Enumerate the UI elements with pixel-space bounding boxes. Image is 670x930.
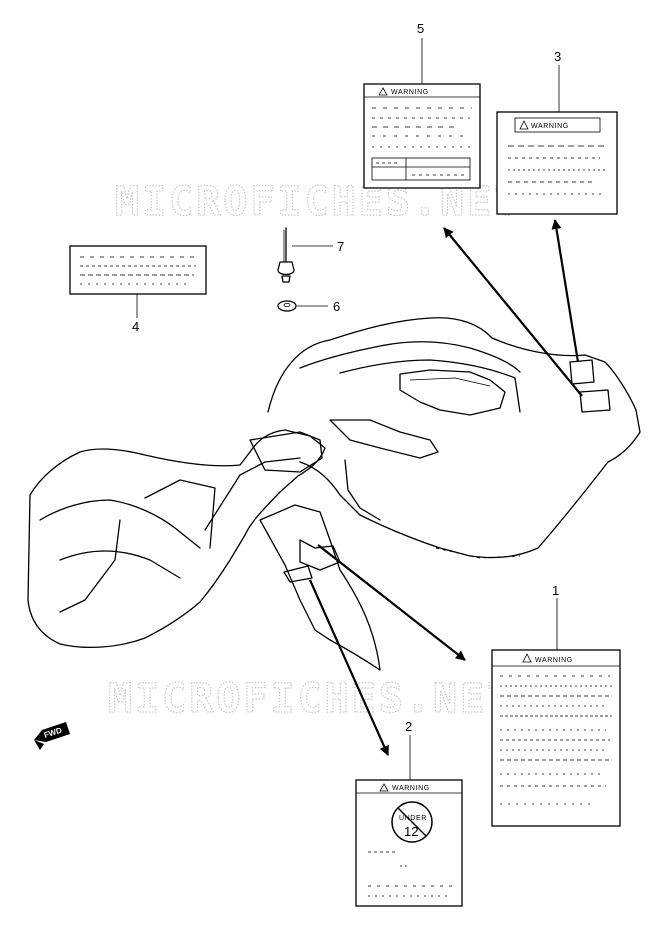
- arrow-to-label-3: [551, 219, 580, 363]
- label-part-5: WARNING: [363, 83, 481, 189]
- fwd-direction-marker: FWD: [34, 722, 70, 750]
- label2-heading: WARNING: [392, 785, 430, 792]
- label-part-4: [69, 245, 207, 295]
- rivet-part-7: [277, 227, 295, 283]
- label3-heading: WARNING: [531, 123, 569, 130]
- callout-7: 7: [337, 239, 344, 254]
- under-age-icon: UNDER 12: [391, 801, 433, 843]
- label-part-2: WARNING UNDER 12: [355, 779, 463, 907]
- callout-5: 5: [417, 21, 424, 36]
- label5-heading: WARNING: [391, 89, 429, 96]
- arrow-to-label-1: [317, 544, 466, 661]
- fender-body: [27, 317, 641, 671]
- callout-6: 6: [333, 299, 340, 314]
- label3-text-lines: [508, 145, 606, 195]
- label1-text-lines: [500, 675, 612, 805]
- label2-icon-num: 12: [404, 824, 418, 839]
- callout-4: 4: [132, 319, 139, 334]
- callout-2: 2: [405, 719, 412, 734]
- callout-3: 3: [554, 49, 561, 64]
- label5-text-lines: [372, 107, 472, 148]
- callout-1: 1: [552, 583, 559, 598]
- label1-heading: WARNING: [535, 657, 573, 664]
- label-part-1: WARNING: [491, 649, 621, 827]
- label2-icon-top: UNDER: [399, 815, 427, 822]
- arrow-to-label-2: [308, 579, 390, 756]
- watermark-bottom: MICROFICHES.NET: [108, 676, 514, 722]
- arrow-to-label-5: [443, 227, 583, 397]
- washer-part-6: [277, 300, 297, 312]
- label-part-3: WARNING: [496, 111, 618, 215]
